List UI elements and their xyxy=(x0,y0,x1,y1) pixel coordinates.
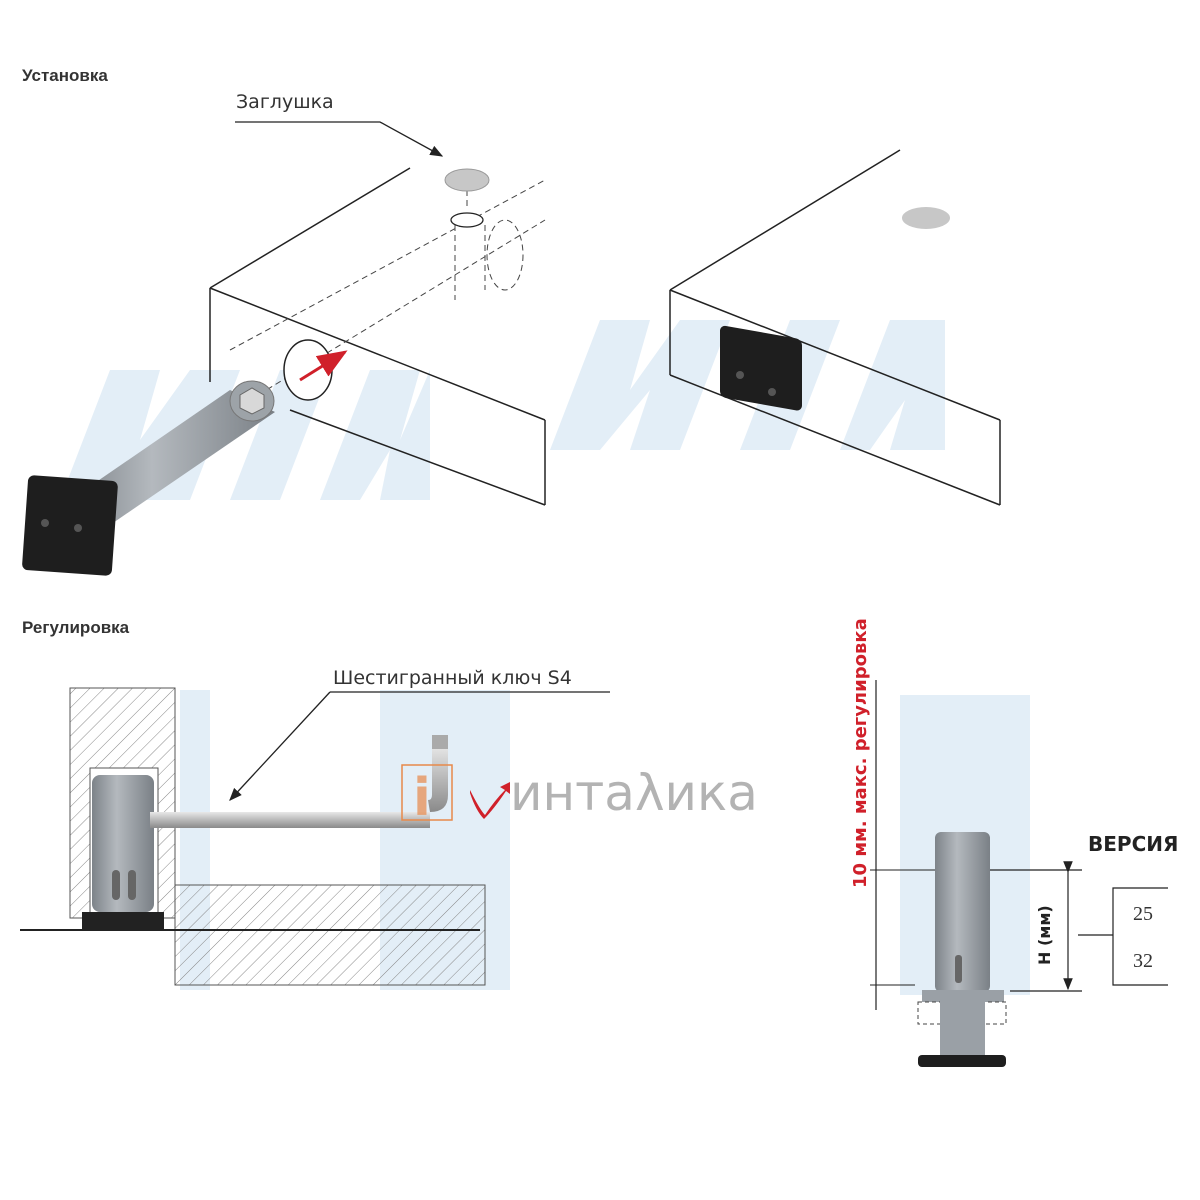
leg-adjust xyxy=(82,775,164,930)
adjustment-title: Регулировка xyxy=(22,618,130,637)
plug-icon xyxy=(444,168,490,192)
plug-installed xyxy=(902,207,950,229)
board-left xyxy=(209,167,546,506)
version-value: 32 xyxy=(1133,950,1153,972)
plug-label: Заглушка xyxy=(236,91,334,113)
plate-black xyxy=(22,475,118,576)
installation-title: Установка xyxy=(22,66,108,85)
plug-leader-arrow xyxy=(235,121,444,157)
version-value: 25 xyxy=(1133,903,1153,925)
svg-text:i: i xyxy=(413,768,431,828)
rotate-arrow-icon xyxy=(470,782,510,819)
intalika-watermark: i интаλика xyxy=(401,764,758,828)
insert-arrow-icon xyxy=(299,350,348,382)
plug-hole xyxy=(450,212,484,228)
leg-left xyxy=(22,380,275,576)
height-label: H (мм) xyxy=(1035,905,1054,965)
max-adjustment-label: 10 мм. макс. регулировка xyxy=(850,618,871,888)
svg-text:интаλика: интаλика xyxy=(510,764,758,822)
shelf-section xyxy=(174,884,486,986)
board-right xyxy=(669,149,1001,506)
hex-key-label: Шестигранный ключ S4 xyxy=(333,667,572,689)
plate-installed xyxy=(720,325,802,411)
version-title: ВЕРСИЯ xyxy=(1088,832,1178,856)
hole-guides xyxy=(229,179,546,401)
hex-key-leader-arrow xyxy=(229,691,331,801)
leg-detail xyxy=(917,832,1007,1067)
hex-key xyxy=(150,735,448,828)
drilled-hole xyxy=(283,339,333,401)
height-dimension xyxy=(990,861,1168,992)
